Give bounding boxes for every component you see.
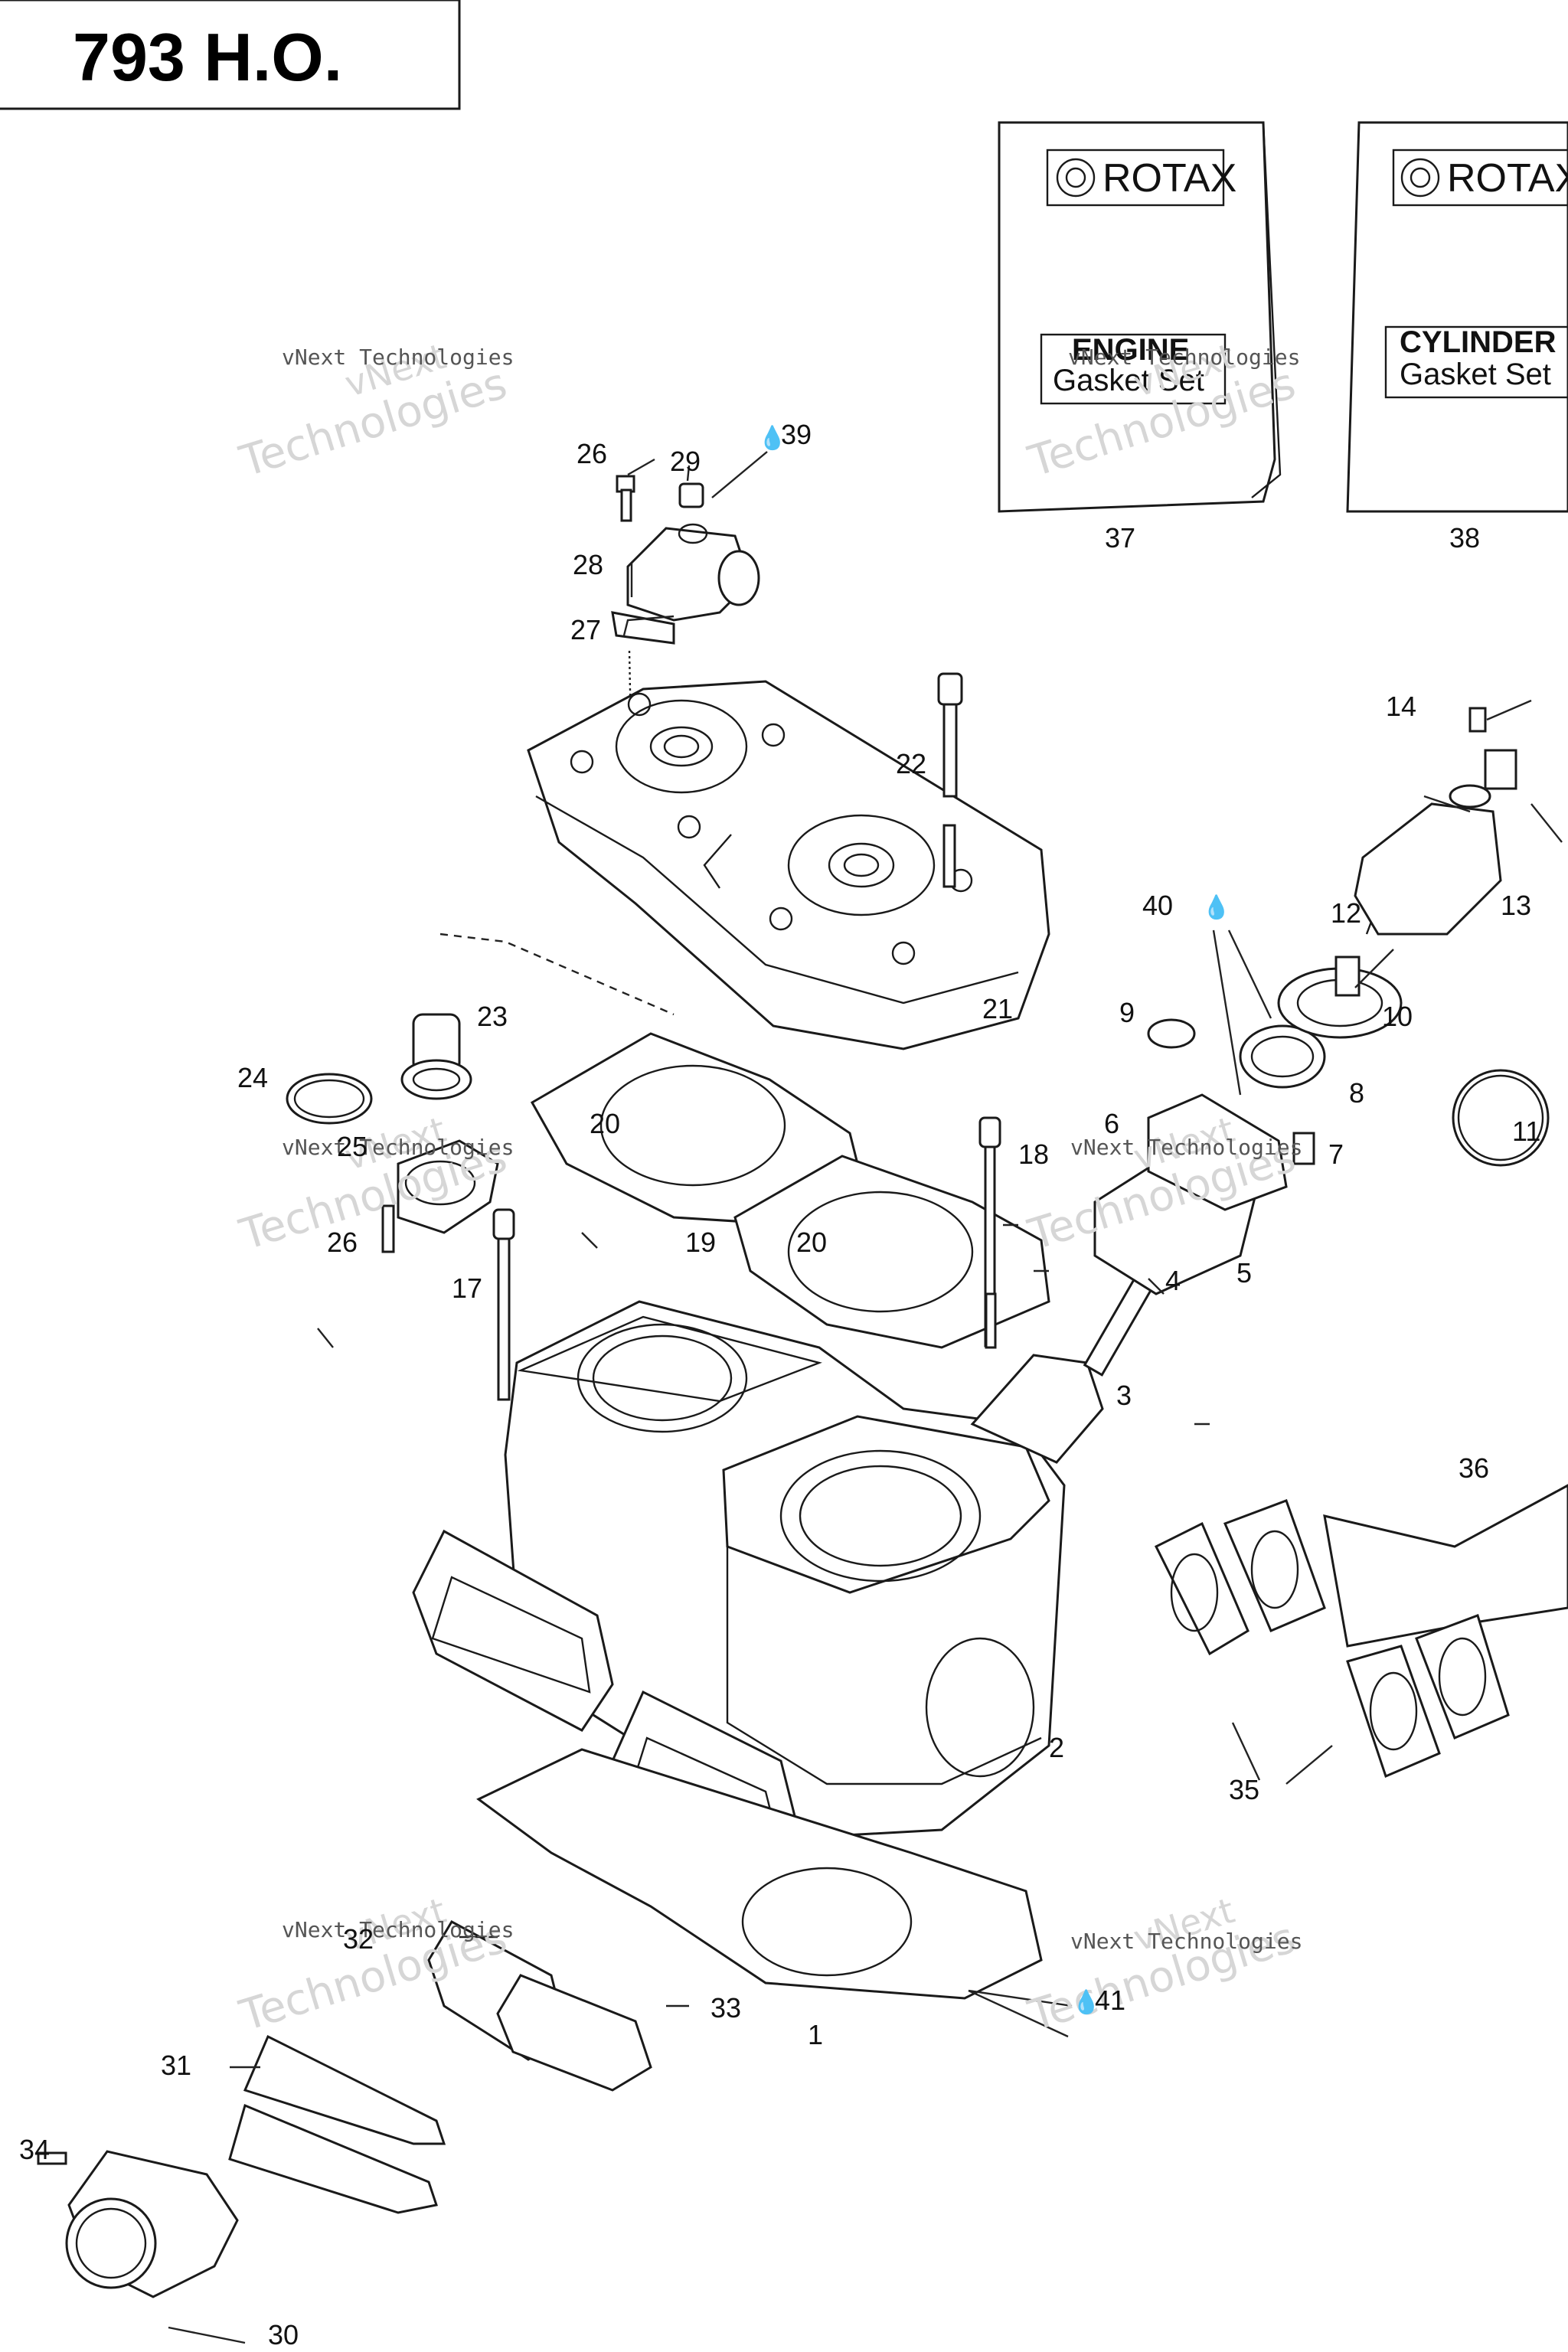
base-gasket — [476, 1748, 1073, 2038]
thermostat-group — [286, 1013, 499, 1253]
callout-10: 10 — [1382, 1001, 1413, 1032]
callout-24: 24 — [237, 1062, 268, 1093]
drop-icon: 💧 — [1202, 893, 1230, 920]
callout-12: 12 — [1331, 897, 1361, 929]
callout-41: 41 — [1095, 1984, 1125, 2016]
callout-20a: 20 — [590, 1108, 620, 1139]
callout-7: 7 — [1328, 1138, 1344, 1170]
cylinder-head — [439, 672, 1050, 1050]
callout-31: 31 — [161, 2050, 191, 2081]
kit-brand: ROTAX — [1102, 156, 1236, 201]
callout-33: 33 — [710, 1992, 741, 2024]
head-gaskets — [530, 1032, 1050, 1349]
callout-30: 30 — [268, 2319, 299, 2350]
callout-29: 29 — [670, 446, 701, 477]
callout-38: 38 — [1449, 522, 1480, 554]
callout-22: 22 — [896, 748, 926, 779]
cylinder-gasket-kit: ROTAX CYLINDER Gasket Set 38 — [1346, 121, 1568, 554]
watermark-small: vNext Technologies — [282, 1917, 514, 1942]
studs — [492, 1116, 1001, 1401]
kit-brand: ROTAX — [1447, 156, 1568, 201]
model-title-box: 793 H.O. — [0, 0, 461, 110]
rotax-gear-icon — [1400, 158, 1440, 198]
callout-9: 9 — [1119, 997, 1135, 1028]
callout-18: 18 — [1018, 1138, 1049, 1170]
callout-8: 8 — [1349, 1077, 1364, 1109]
callout-34: 34 — [19, 2134, 50, 2165]
water-outlet: 💧 — [611, 424, 786, 812]
callout-labels: 1 2 3 4 5 6 7 8 9 10 11 12 13 14 17 18 1… — [19, 419, 1540, 2350]
callout-6: 6 — [1104, 1108, 1119, 1139]
callout-37: 37 — [1105, 522, 1135, 554]
callout-40: 40 — [1142, 890, 1173, 921]
leader-lines — [230, 1223, 1210, 2069]
drop-icon: 💧 — [1072, 1988, 1100, 2015]
exhaust-manifold — [1154, 1484, 1568, 1785]
callout-26a: 26 — [577, 438, 607, 469]
kit-line1: CYLINDER — [1400, 325, 1557, 359]
callout-35: 35 — [1229, 1774, 1259, 1805]
kit-line2: Gasket Set — [1053, 364, 1204, 397]
callout-14: 14 — [1386, 691, 1416, 722]
kit-line2: Gasket Set — [1400, 358, 1551, 391]
watermark-small: vNext Technologies — [1070, 1135, 1302, 1160]
callout-36: 36 — [1459, 1452, 1489, 1484]
callout-23: 23 — [477, 1001, 508, 1032]
callout-11: 11 — [1512, 1116, 1540, 1147]
callout-19: 19 — [685, 1227, 716, 1258]
model-title: 793 H.O. — [73, 19, 342, 95]
watermark-small: vNext Technologies — [1070, 1929, 1302, 1954]
callout-32: 32 — [343, 1923, 374, 1955]
callout-28: 28 — [573, 549, 603, 580]
callout-3: 3 — [1116, 1380, 1132, 1411]
callout-1: 1 — [808, 2019, 823, 2050]
callout-2: 2 — [1049, 1732, 1064, 1763]
watermark-small: vNext Technologies — [282, 1135, 514, 1160]
callout-39: 39 — [781, 419, 812, 450]
callout-4: 4 — [1165, 1265, 1181, 1296]
watermark-small: vNext Technologies — [1068, 345, 1300, 370]
callout-13: 13 — [1501, 890, 1531, 921]
callout-25: 25 — [337, 1131, 368, 1162]
intake-manifold — [37, 2150, 246, 2344]
rotax-gear-icon — [1056, 158, 1096, 198]
reed-valves — [228, 1529, 805, 2214]
callout-20b: 20 — [796, 1227, 827, 1258]
watermark-small: vNext Technologies — [282, 345, 514, 370]
callout-27: 27 — [570, 614, 601, 645]
callout-26b: 26 — [327, 1227, 358, 1258]
kit-line1: ENGINE — [1072, 333, 1189, 367]
engine-gasket-kit: ROTAX ENGINE Gasket Set 37 — [998, 121, 1282, 554]
callout-21: 21 — [982, 993, 1013, 1024]
callout-5: 5 — [1236, 1257, 1252, 1289]
callout-17: 17 — [452, 1272, 482, 1304]
drop-icon: 💧 — [758, 424, 786, 451]
rave-valve — [970, 699, 1563, 1464]
